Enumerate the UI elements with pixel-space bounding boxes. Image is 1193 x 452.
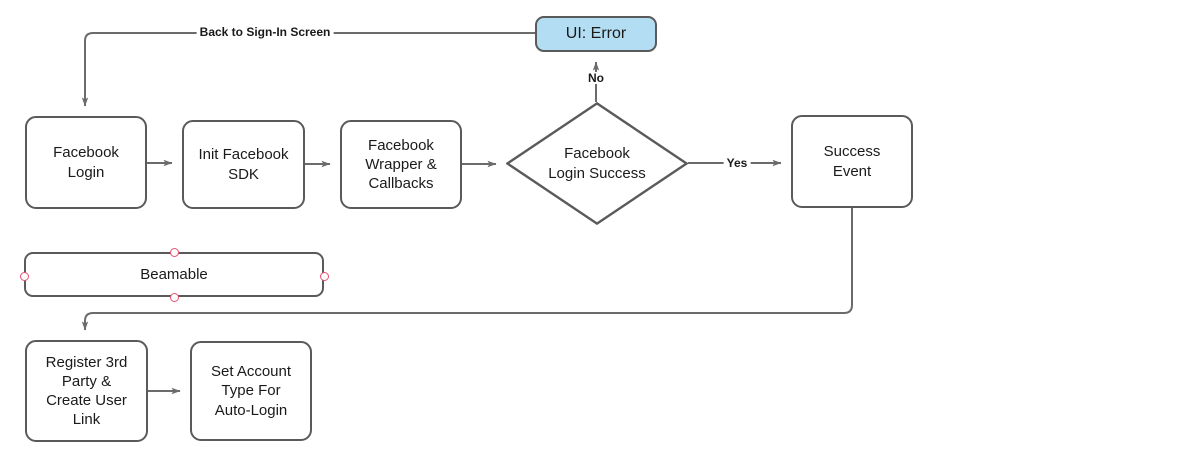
node-set-account-type[interactable]: Set Account Type For Auto-Login	[190, 341, 312, 441]
node-success-event-label: Success Event	[823, 143, 881, 180]
beamable-handle-top[interactable]	[170, 248, 179, 257]
node-set-account-type-label: Set Account Type For Auto-Login	[210, 363, 292, 419]
edge-error-to-login	[81, 32, 535, 107]
node-ui-error-label: UI: Error	[565, 24, 627, 42]
edge-label-back-to-signin: Back to Sign-In Screen	[196, 26, 334, 38]
node-beamable-label: Beamable	[140, 265, 208, 283]
node-ui-error[interactable]: UI: Error	[535, 16, 657, 52]
node-facebook-login-success[interactable]: Facebook Login Success	[506, 102, 688, 225]
node-register-3rd-party[interactable]: Register 3rd Party & Create User Link	[25, 340, 148, 442]
edge-label-no: No	[585, 72, 607, 84]
node-success-event[interactable]: Success Event	[791, 115, 913, 208]
node-beamable[interactable]: Beamable	[24, 252, 324, 297]
node-register-3rd-party-label: Register 3rd Party & Create User Link	[45, 353, 128, 429]
node-facebook-login-label: Facebook Login	[53, 144, 119, 181]
node-facebook-wrapper-callbacks-label: Facebook Wrapper & Callbacks	[365, 136, 437, 193]
beamable-handle-left[interactable]	[20, 272, 29, 281]
node-init-facebook-sdk-label: Init Facebook SDK	[198, 146, 289, 183]
edge-label-yes: Yes	[723, 157, 751, 169]
node-facebook-login-success-label: Facebook Login Success	[548, 145, 646, 182]
diamond-shape	[506, 102, 688, 225]
node-init-facebook-sdk[interactable]: Init Facebook SDK	[182, 120, 305, 209]
node-facebook-wrapper-callbacks[interactable]: Facebook Wrapper & Callbacks	[340, 120, 462, 209]
node-facebook-login[interactable]: Facebook Login	[25, 116, 147, 209]
beamable-handle-right[interactable]	[320, 272, 329, 281]
beamable-handle-bottom[interactable]	[170, 293, 179, 302]
